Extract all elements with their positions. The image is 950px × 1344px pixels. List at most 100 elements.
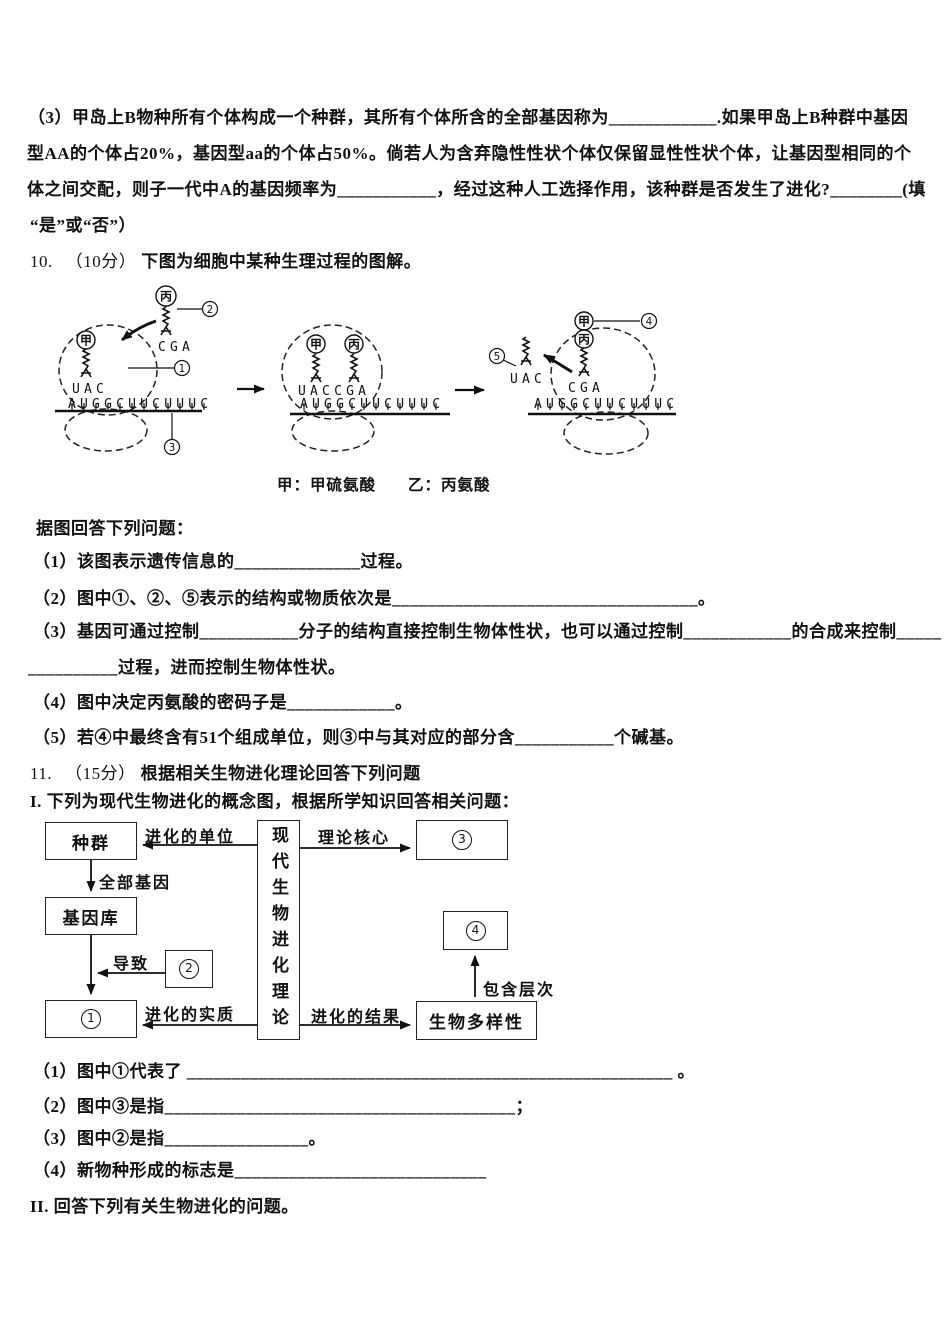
label-5-circle xyxy=(488,347,506,365)
trna-entering-arrow xyxy=(121,319,157,342)
q10-number: 10. xyxy=(30,252,53,271)
translation-diagram: AUGGCUUCUUUC UAC 甲 丙 CGA 2 1 3 xyxy=(55,285,678,494)
ribosome-large-subunit xyxy=(550,327,656,421)
trna-met xyxy=(80,348,92,378)
amino-acid-ala-circle xyxy=(344,334,364,354)
edge-label-levels: 包含层次 xyxy=(483,982,556,999)
amino-acid-met: 甲 xyxy=(578,315,590,329)
ribosome-small-subunit xyxy=(563,411,649,455)
ribosome-small-subunit xyxy=(64,408,148,452)
q11-part2: II. 回答下列有关生物进化的问题。 xyxy=(30,1197,299,1216)
edge-label-unit: 进化的单位 xyxy=(145,829,236,846)
anticodon-uac: UAC xyxy=(72,382,108,397)
box-genepool-label: 基因库 xyxy=(62,908,120,928)
ribosome-large-subunit xyxy=(281,324,383,420)
q11-sub3: （3）图中②是指________________。 xyxy=(33,1129,326,1148)
edge-label-cause: 导致 xyxy=(113,956,150,973)
q9-3-line4: “是”或“否”） xyxy=(30,216,136,235)
box-3: 3 xyxy=(416,820,508,860)
edge-label-allgenes: 全部基因 xyxy=(99,875,172,892)
box-2-label: 2 xyxy=(179,959,199,979)
q10-sub3-line1: （3）基因可通过控制___________分子的结构直接控制生物体性状，也可以通… xyxy=(33,622,942,641)
panel-1: AUGGCUUCUUUC UAC 甲 丙 CGA 2 1 3 xyxy=(55,285,219,456)
q10-score: （10分） xyxy=(65,252,137,271)
q10-header: 10. （10分）下图为细胞中某种生理过程的图解。 xyxy=(30,247,421,272)
label-3-circle xyxy=(163,438,181,456)
box-population-label: 种群 xyxy=(72,833,110,853)
amino-acid-ala: 丙 xyxy=(578,333,590,347)
label-3: 3 xyxy=(169,442,176,454)
ribosome-small-subunit xyxy=(291,410,375,452)
box-center-label: 现代生物进化理论 xyxy=(269,826,288,1034)
q11-sub4: （4）新物种形成的标志是____________________________ xyxy=(33,1161,487,1180)
mrna-sequence: AUGGCUUCUUUC xyxy=(534,397,678,412)
edge-label-result: 进化的结果 xyxy=(311,1009,402,1026)
trna-ala xyxy=(160,306,172,336)
q10-title: 下图为细胞中某种生理过程的图解。 xyxy=(141,252,422,271)
q11-header: 11.（15分）根据相关生物进化理论回答下列问题 xyxy=(30,759,421,784)
anticodon-cga2: CGA xyxy=(158,340,194,355)
box-1-label: 1 xyxy=(81,1009,101,1029)
panel-3: AUGGCUUCUUUC UAC 5 甲 丙 4 CGA xyxy=(488,311,678,455)
label-4-circle xyxy=(640,312,658,330)
q11-title: 根据相关生物进化理论回答下列问题 xyxy=(140,764,421,783)
evolution-concept-map: 种群 基因库 2 1 现代生物进化理论 3 4 生物多样性 进化的单位 理论核心… xyxy=(35,815,580,1050)
q10-sub4: （4）图中决定丙氨酸的密码子是____________。 xyxy=(33,693,413,712)
label-4: 4 xyxy=(646,316,653,328)
trna-exit-arrow xyxy=(543,353,573,374)
trna-exiting xyxy=(520,336,532,366)
label-5: 5 xyxy=(494,351,501,363)
box-4: 4 xyxy=(443,911,508,950)
mrna-sequence: AUGGCUUCUUUC xyxy=(300,397,444,412)
q10-sub2: （2）图中①、②、⑤表示的结构或物质依次是___________________… xyxy=(33,589,716,608)
q10-sub1: （1）该图表示遗传信息的______________过程。 xyxy=(33,552,413,571)
amino-acid-met-circle xyxy=(306,334,326,354)
box-biodiversity: 生物多样性 xyxy=(416,1001,537,1040)
anticodons-uac-cga: UACCGA xyxy=(298,384,370,399)
panel-2: AUGGCUUCUUUC UACCGA 甲 丙 xyxy=(281,324,450,452)
q9-3-line2: 型AA的个体占20%，基因型aa的个体占50%。倘若人为含弃隐性性状个体仅保留显… xyxy=(27,144,912,163)
q11-part1: I. 下列为现代生物进化的概念图，根据所学知识回答相关问题： xyxy=(30,792,520,811)
label5-line xyxy=(502,359,517,367)
mrna-sequence: AUGGCUUCUUUC xyxy=(68,397,212,412)
q11-sub2: （2）图中③是指________________________________… xyxy=(33,1097,533,1116)
concept-map-arrows xyxy=(86,840,480,1030)
box-population: 种群 xyxy=(45,822,137,860)
anticodon-uac: UAC xyxy=(510,372,546,387)
label-2-circle xyxy=(201,300,219,318)
amino-acid-met: 甲 xyxy=(80,334,92,348)
codon-ticks xyxy=(537,403,671,410)
amino-acid-ala-circle xyxy=(155,285,177,307)
trna-met xyxy=(310,353,322,383)
codon-ticks xyxy=(71,403,205,410)
label-1: 1 xyxy=(179,363,186,375)
anticodon-cga: CGA xyxy=(568,381,604,396)
caption-ala: 乙：丙氨酸 xyxy=(408,475,491,494)
amino-acid-ala: 丙 xyxy=(348,338,360,352)
box-center-theory: 现代生物进化理论 xyxy=(257,820,300,1040)
edge-label-core: 理论核心 xyxy=(318,830,391,847)
box-2: 2 xyxy=(165,950,213,988)
codon-ticks xyxy=(303,403,437,410)
q11-number: 11. xyxy=(30,764,53,783)
trna-ala xyxy=(348,353,360,383)
label-1-circle xyxy=(173,359,191,377)
q10-intro: 据图回答下列问题： xyxy=(36,519,194,538)
box-genepool: 基因库 xyxy=(45,897,137,935)
q10-sub3-line2: __________过程，进而控制生物体性状。 xyxy=(28,658,346,677)
ribosome-large-subunit xyxy=(58,324,158,416)
q9-3-line3: 体之间交配，则子一代中A的基因频率为___________，经过这种人工选择作用… xyxy=(27,180,926,199)
box-4-label: 4 xyxy=(465,920,486,941)
box-biodiversity-label: 生物多样性 xyxy=(429,1013,524,1032)
edge-label-essence: 进化的实质 xyxy=(145,1007,236,1024)
box-1: 1 xyxy=(45,1000,137,1038)
amino-acid-met-circle xyxy=(76,330,96,350)
amino-acid-ala: 丙 xyxy=(160,290,172,304)
trna-ala xyxy=(578,347,590,377)
label-2: 2 xyxy=(207,304,214,316)
q9-3-line1: （3）甲岛上B物种所有个体构成一个种群，其所有个体所含的全部基因称为______… xyxy=(28,108,909,127)
caption-met: 甲：甲硫氨酸 xyxy=(277,475,376,494)
box-3-label: 3 xyxy=(452,830,472,850)
amino-acid-met: 甲 xyxy=(310,338,322,352)
